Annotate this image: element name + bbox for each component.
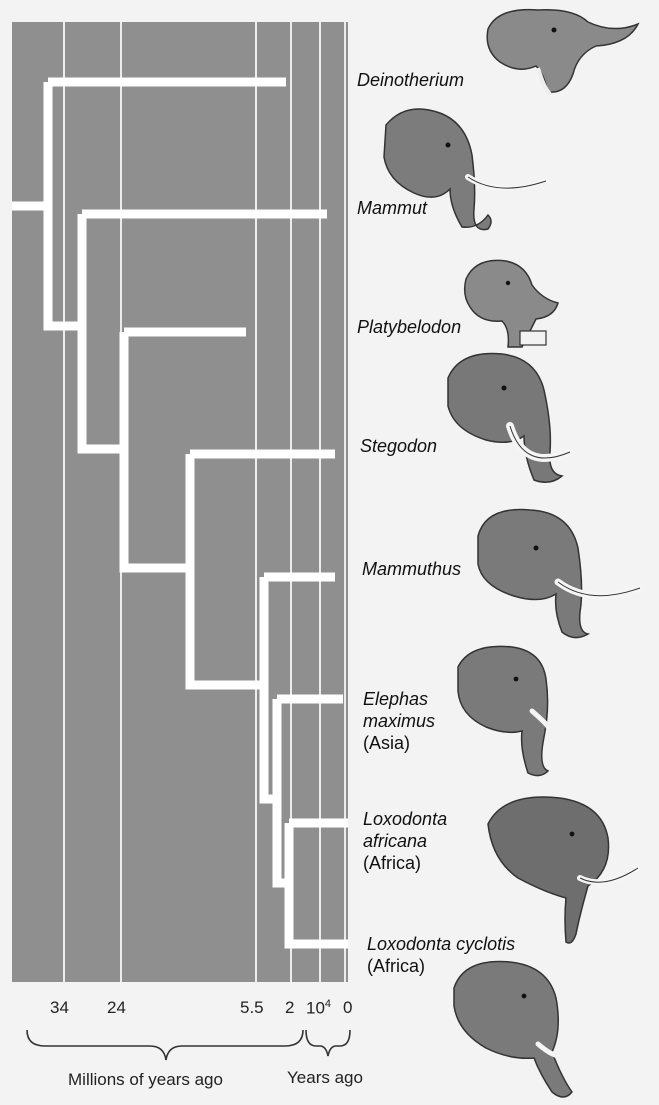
- species-name-line-2: maximus: [363, 710, 435, 732]
- timeline-panel: [12, 22, 348, 982]
- tick-label-0: 0: [343, 998, 352, 1018]
- species-label-stegodon: Stegodon: [360, 435, 437, 457]
- species-name: Loxodonta cyclotis: [367, 933, 515, 955]
- species-name: Stegodon: [360, 435, 437, 457]
- tick-label-24: 24: [107, 998, 126, 1018]
- tick-label-34: 34: [50, 998, 69, 1018]
- species-label-mammuthus: Mammuthus: [362, 558, 461, 580]
- years-bracket: [306, 1030, 350, 1056]
- species-region: (Asia): [363, 732, 435, 754]
- deinotherium-head-icon: [487, 10, 638, 94]
- loxodonta-africana-head-icon: [488, 797, 638, 943]
- platybelodon-head-icon: [465, 260, 558, 347]
- tick-label-10-4: 104: [306, 998, 331, 1019]
- stegodon-head-icon: [448, 354, 570, 483]
- millions-bracket: [27, 1030, 303, 1060]
- species-region: (Africa): [367, 955, 515, 977]
- elephas-maximus-head-icon: [458, 646, 548, 775]
- species-label-deinotherium: Deinotherium: [357, 69, 464, 91]
- species-name-line-2: africana: [363, 830, 447, 852]
- species-region: (Africa): [363, 852, 447, 874]
- tick-label-10-exponent: 4: [325, 998, 331, 1010]
- species-name-line-1: Loxodonta: [363, 808, 447, 830]
- species-label-platybelodon: Platybelodon: [357, 316, 461, 338]
- tick-label-10-base: 10: [306, 999, 325, 1018]
- species-label-mammut: Mammut: [357, 197, 427, 219]
- millions-of-years-caption: Millions of years ago: [68, 1070, 223, 1090]
- species-name: Mammut: [357, 197, 427, 219]
- tick-label-5-5: 5.5: [240, 998, 264, 1018]
- species-label-elephas-maximus: Elephas maximus (Asia): [363, 688, 435, 754]
- species-label-loxodonta-africana: Loxodonta africana (Africa): [363, 808, 447, 874]
- tick-label-2: 2: [285, 998, 294, 1018]
- axis-brackets: [27, 1030, 350, 1060]
- mammuthus-head-icon: [478, 510, 640, 638]
- species-name: Deinotherium: [357, 69, 464, 91]
- species-label-loxodonta-cyclotis: Loxodonta cyclotis (Africa): [367, 933, 515, 977]
- years-ago-caption: Years ago: [287, 1068, 363, 1088]
- species-name-line-1: Elephas: [363, 688, 435, 710]
- loxodonta-cyclotis-head-icon: [454, 962, 572, 1097]
- species-name: Platybelodon: [357, 316, 461, 338]
- species-name: Mammuthus: [362, 558, 461, 580]
